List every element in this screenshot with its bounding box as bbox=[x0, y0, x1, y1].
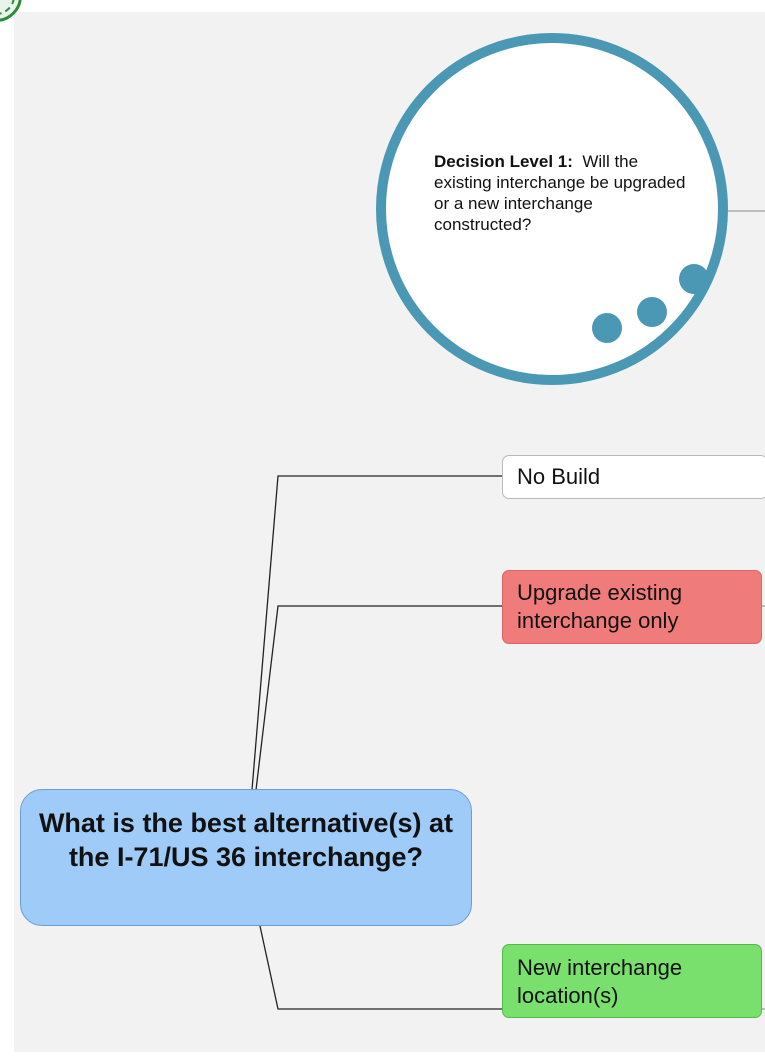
option-new-interchange[interactable]: New interchange location(s) bbox=[502, 944, 762, 1018]
root-question-node[interactable]: What is the best alternative(s) at the I… bbox=[20, 789, 472, 926]
decision-level-question: Will the existing interchange be upgrade… bbox=[434, 152, 686, 234]
connector-root-to-upgrade bbox=[255, 605, 502, 791]
decision-level-bubble bbox=[376, 33, 728, 385]
thought-dot-medium bbox=[637, 297, 667, 327]
option-no-build[interactable]: No Build bbox=[502, 455, 765, 499]
connector-root-to-no-build bbox=[251, 475, 502, 791]
option-upgrade-existing[interactable]: Upgrade existing interchange only bbox=[502, 570, 762, 644]
connector-root-to-new bbox=[259, 925, 502, 1010]
decision-level-text: Decision Level 1: Will the existing inte… bbox=[434, 151, 694, 235]
decision-level-heading: Decision Level 1: bbox=[434, 152, 573, 171]
thought-dot-large bbox=[679, 264, 709, 294]
thought-dot-small bbox=[592, 313, 622, 343]
